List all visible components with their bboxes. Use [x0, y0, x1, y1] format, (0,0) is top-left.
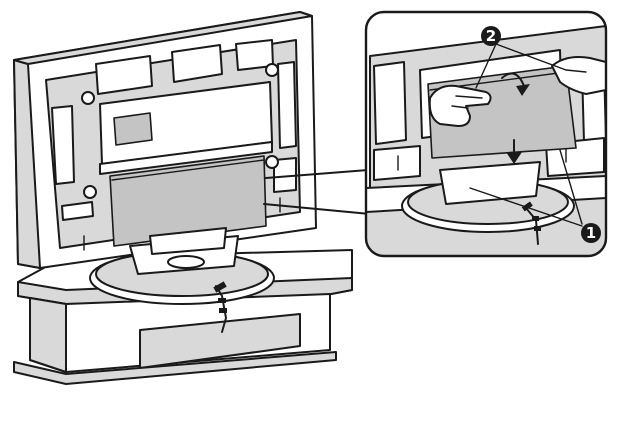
zoom-inset: [364, 10, 608, 258]
callout-label-1: 1: [586, 224, 596, 242]
callout-marker-2: 2: [481, 26, 501, 46]
hand-icon: [551, 56, 606, 95]
zoom-leader-lines: [263, 169, 371, 215]
arrow-lift-icon: [501, 72, 530, 96]
arrow-down-icon: [506, 139, 522, 164]
callout-marker-1: 1: [581, 223, 601, 243]
tv-stand-pedestal: [89, 227, 275, 333]
callout-label-2: 2: [486, 27, 496, 45]
cable-cover: [109, 155, 267, 247]
hand-icon: [428, 84, 492, 127]
